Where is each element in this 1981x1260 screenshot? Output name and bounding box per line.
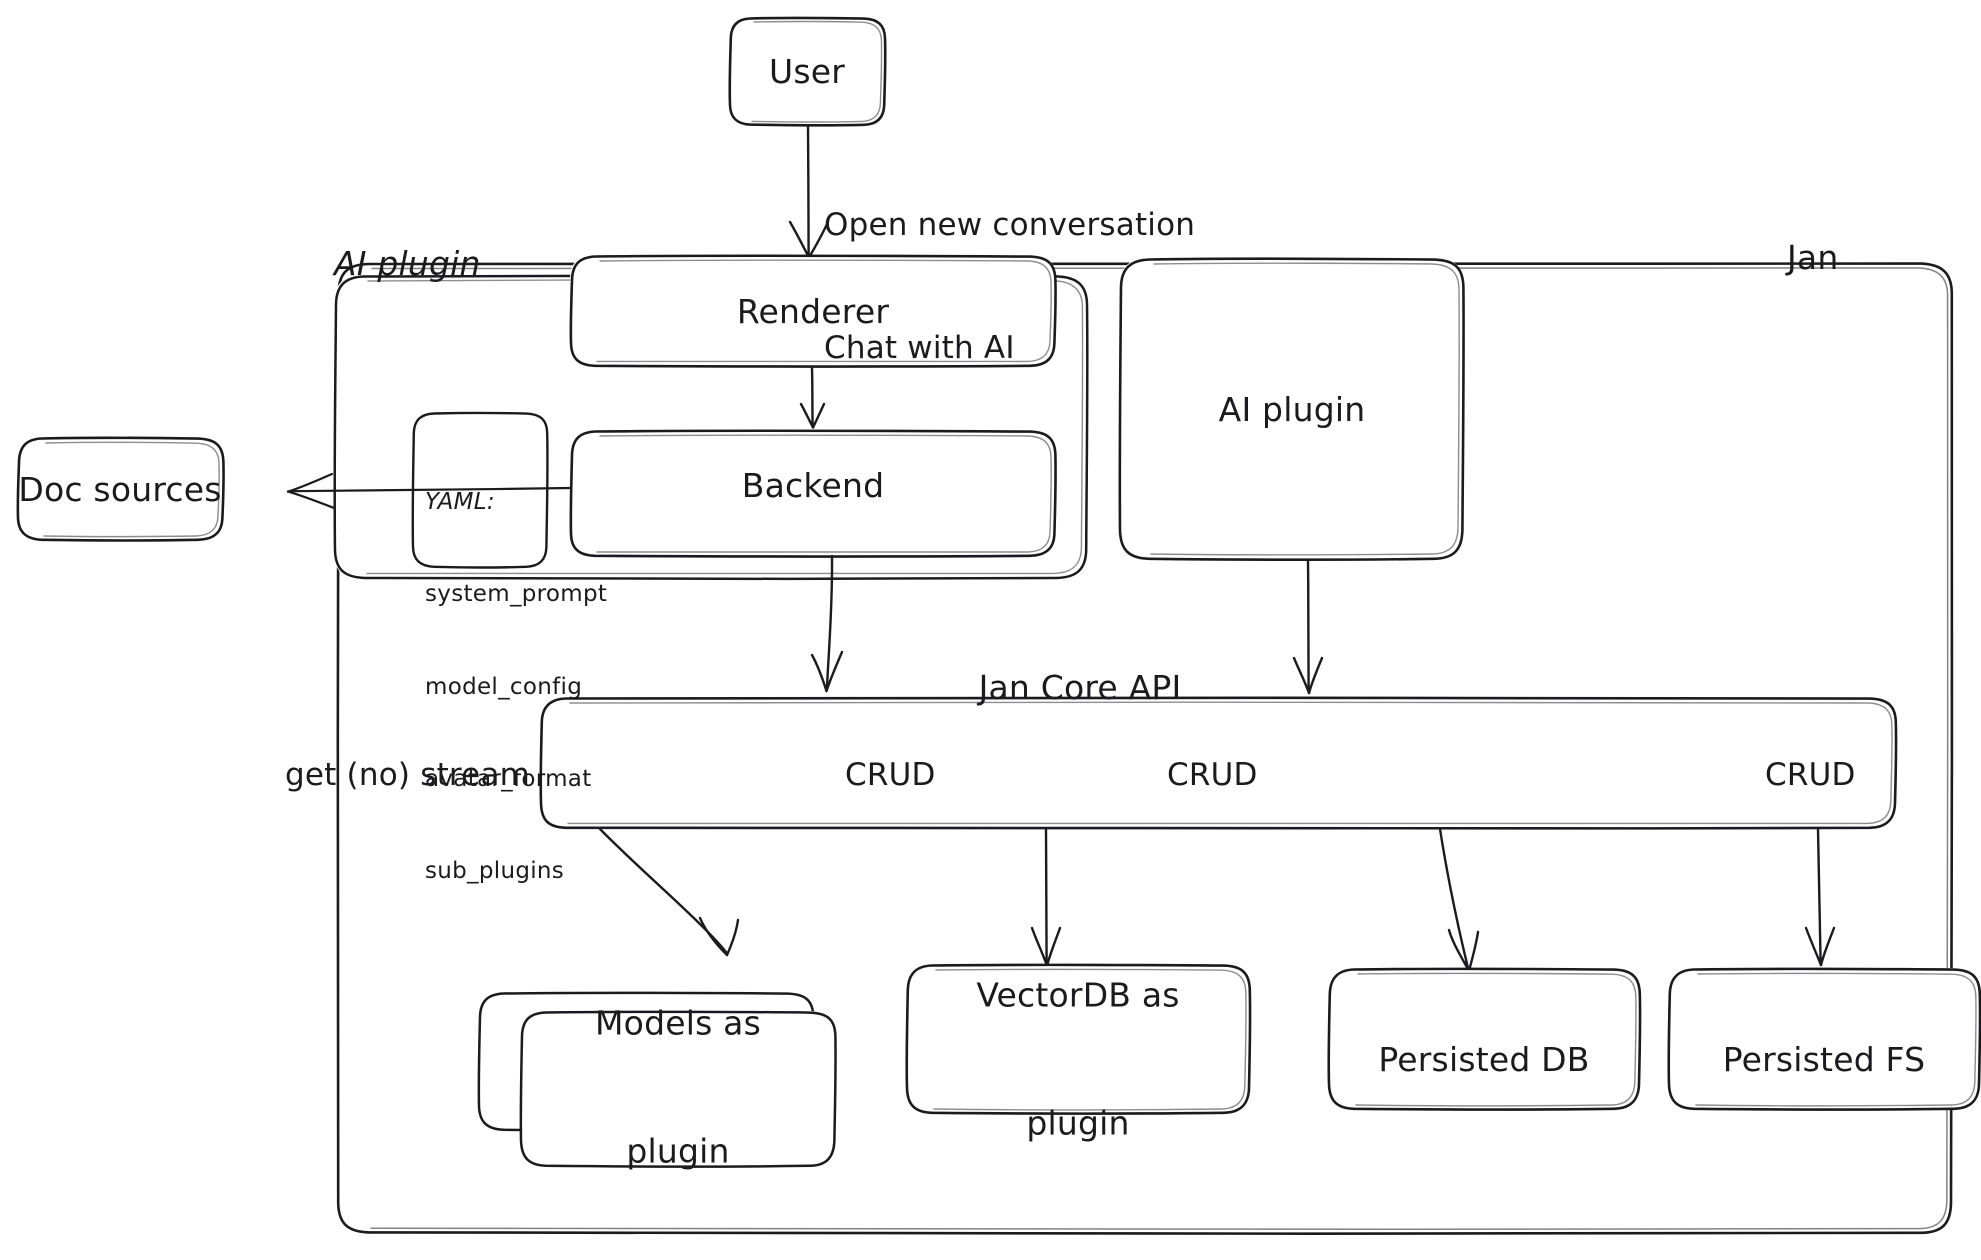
edge-label-crud-persisted-db: CRUD	[1167, 757, 1258, 793]
persisted-db-node-label: Persisted DB	[1378, 1039, 1590, 1079]
edge-backend-to-doc-sources	[286, 472, 572, 510]
backend-node-shape[interactable]	[569, 429, 1057, 558]
yaml-item-avatar-format: avatar_format	[425, 765, 592, 792]
edge-core-to-vectordb	[1030, 827, 1062, 968]
jan-core-api-node-shape[interactable]	[539, 696, 1898, 831]
vectordb-plugin-node-label: VectorDB as plugin	[976, 888, 1179, 1231]
vectordb-plugin-node-shape[interactable]	[905, 963, 1252, 1115]
vectordb-plugin-line1: VectorDB as	[976, 975, 1180, 1015]
models-plugin-line2: plugin	[626, 1131, 730, 1171]
yaml-item-sub-plugins: sub_plugins	[425, 858, 565, 885]
persisted-fs-node-label: Persisted FS	[1722, 1039, 1926, 1079]
edge-label-line1: Open new conversation	[824, 206, 1196, 243]
ai-plugin-right-node-label: AI plugin	[1218, 389, 1366, 429]
vectordb-plugin-line2: plugin	[1026, 1103, 1130, 1143]
edge-label-crud-vectordb: CRUD	[845, 757, 936, 793]
edge-user-to-renderer	[788, 124, 830, 259]
yaml-heading: YAML:	[425, 488, 495, 515]
backend-node-label: Backend	[741, 465, 885, 505]
renderer-node-shape[interactable]	[569, 254, 1057, 368]
renderer-node-label: Renderer	[736, 291, 890, 331]
edge-label-open-conversation: Open new conversation Chat with AI	[824, 123, 1195, 450]
models-plugin-line1: Models as	[595, 1003, 761, 1043]
edge-ai-plugin-to-core	[1292, 558, 1324, 695]
user-node-label: User	[768, 51, 846, 91]
ai-plugin-right-node-shape[interactable]	[1118, 257, 1465, 562]
edge-renderer-to-backend	[799, 366, 826, 429]
edge-core-to-persisted-fs	[1804, 827, 1836, 967]
jan-core-api-node-label: Jan Core API	[978, 667, 1182, 707]
doc-sources-node-label: Doc sources	[18, 469, 222, 509]
persisted-fs-node-shape[interactable]	[1667, 967, 1981, 1111]
yaml-item-model-config: model_config	[425, 673, 583, 700]
jan-container-label: Jan	[1787, 238, 1839, 277]
edge-backend-to-core	[810, 554, 844, 693]
edge-label-line2: Chat with AI	[824, 329, 1015, 366]
yaml-item-system-prompt: system_prompt	[425, 581, 608, 608]
ai-plugin-container-label: AI plugin	[334, 244, 481, 283]
doc-sources-node-shape[interactable]	[16, 436, 225, 543]
user-node-shape[interactable]	[728, 16, 887, 127]
edge-core-to-models	[598, 827, 740, 957]
models-plugin-node-label: Models as plugin	[595, 916, 761, 1259]
yaml-note-text: YAML: system_prompt model_config avatar_…	[425, 425, 607, 949]
edge-label-crud-persisted-fs: CRUD	[1765, 757, 1856, 793]
models-plugin-node-shape[interactable]	[378, 962, 1000, 1172]
persisted-db-node-shape[interactable]	[1327, 967, 1642, 1111]
edge-label-get-no-stream: get (no) stream	[285, 757, 531, 793]
